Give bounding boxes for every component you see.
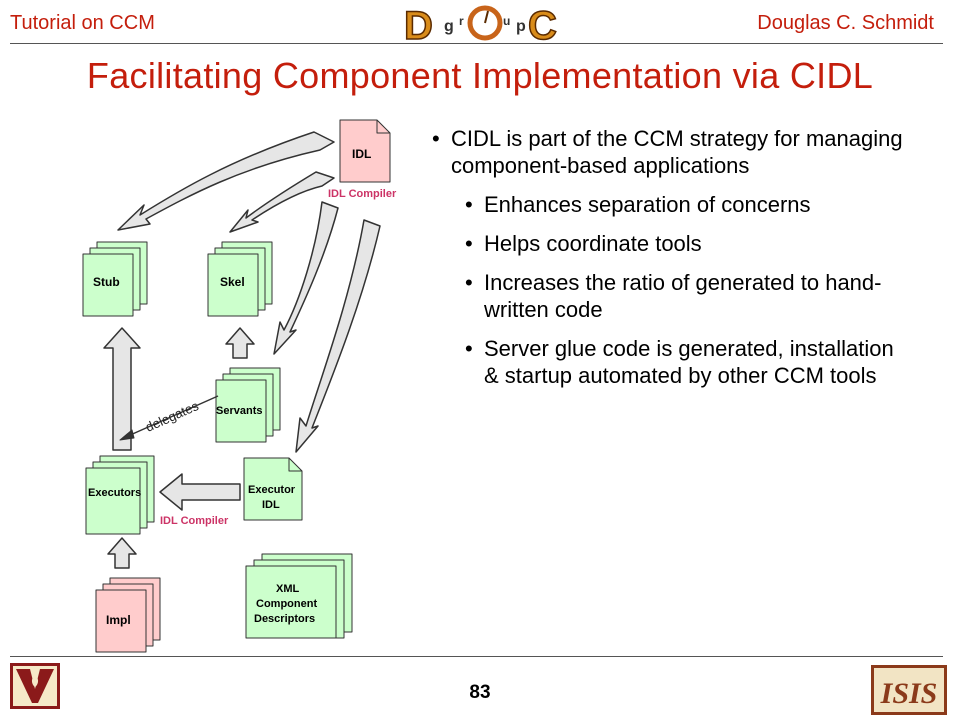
vanderbilt-v-shape [16,669,54,703]
doc-group-logo: D g r o u p C [403,3,557,45]
arrow-idl-to-stub [117,131,335,231]
delegates-label: delegates [143,398,201,435]
arrow-idl-to-skel [229,171,335,233]
executor-idl-label-line2: IDL [262,499,280,511]
footer-rule [10,656,943,657]
header-rule [10,43,943,44]
logo-letter-d: D [404,4,433,45]
bullet-dot: • [465,192,473,217]
bullet-dot: • [465,270,473,295]
bullet-text: Enhances separation of concerns [484,192,811,217]
isis-logo-inner [874,668,944,712]
vanderbilt-logo [10,663,60,709]
logo-letter-p: p [516,18,526,35]
impl-label: Impl [106,613,131,627]
bullet-item-5: • Server glue code is generated, install… [465,335,912,389]
skel-stack [207,241,273,317]
servants-label: Servants [216,405,262,417]
bullet-dot: • [432,126,440,151]
bullet-text: CIDL is part of the CCM strategy for man… [451,126,903,178]
bullet-item-1: • CIDL is part of the CCM strategy for m… [432,125,912,179]
logo-letter-r: r [459,14,464,28]
bullet-item-4: • Increases the ratio of generated to ha… [465,269,912,323]
xml-descriptors-stack [245,553,353,639]
logo-letter-g: g [444,18,454,35]
bullet-dot: • [465,231,473,256]
cidl-diagram: IDL IDL Compiler Stub Skel Servants [82,119,397,653]
executor-idl-label-line1: Executor [248,484,296,496]
impl-stack [95,577,161,653]
header-right-text: Douglas C. Schmidt [757,12,934,34]
executor-idl-document: Executor IDL [243,457,303,521]
arrow-compiler-to-servants [273,201,339,355]
servants-stack [215,367,281,443]
arrow-executors-to-stub [103,327,141,451]
bullet-item-2: • Enhances separation of concerns [465,191,912,218]
idl-compiler-bottom-label: IDL Compiler [160,515,229,527]
bullet-item-3: • Helps coordinate tools [465,230,912,257]
isis-logo: ISIS [871,665,947,715]
logo-letter-o: o [480,27,481,29]
delegates-line [127,395,219,437]
xml-label-line2: Component [256,598,317,610]
isis-logo-text: ISIS [880,677,938,710]
page-number: 83 [469,682,491,703]
logo-clock-ring [467,5,503,41]
idl-document: IDL [339,119,391,183]
xml-label-line3: Descriptors [254,613,315,625]
idl-compiler-top-label: IDL Compiler [328,188,397,200]
logo-letter-c: C [528,4,557,45]
idl-label: IDL [352,147,371,161]
delegates-arrowhead [119,429,135,441]
stub-label: Stub [93,275,120,289]
executors-stack [85,455,155,535]
arrow-executor-idl-to-executors [159,473,241,511]
compiler-arrows [117,131,381,453]
slide-title: Facilitating Component Implementation vi… [86,55,874,96]
stub-stack [82,241,148,317]
bullet-text: Increases the ratio of generated to hand… [484,270,882,322]
skel-label: Skel [220,275,245,289]
bullet-text: Server glue code is generated, installat… [484,336,894,388]
vanderbilt-oak-leaf-icon [31,675,39,687]
xml-label-line1: XML [276,583,300,595]
arrow-servants-to-skel [225,327,255,359]
bullet-dot: • [465,336,473,361]
arrow-compiler-to-executor-idl [295,219,381,453]
arrow-impl-to-executors [107,537,137,569]
bullet-text: Helps coordinate tools [484,231,702,256]
logo-letter-u: u [503,14,510,28]
header-left-text: Tutorial on CCM [10,12,155,34]
bullet-list: • CIDL is part of the CCM strategy for m… [432,125,912,401]
logo-clock-hand [484,10,489,24]
executors-label: Executors [88,487,141,499]
